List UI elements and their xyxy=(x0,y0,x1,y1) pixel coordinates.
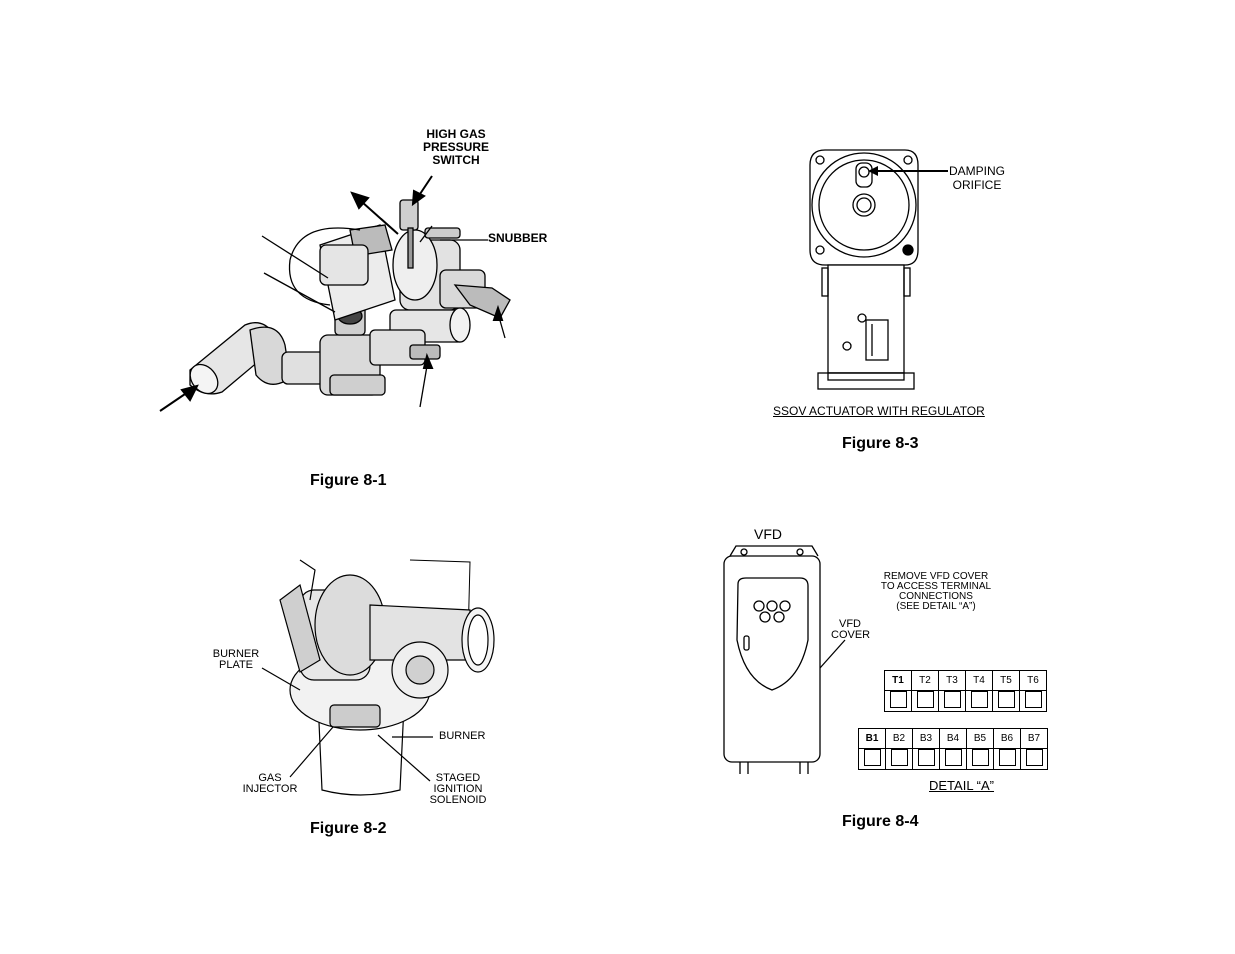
b-terminal-label: B2 xyxy=(885,728,913,749)
label-line: IGNITION xyxy=(433,783,483,795)
terminal-box xyxy=(939,748,967,770)
t-terminal-label: T4 xyxy=(965,670,993,691)
label-line: PLATE xyxy=(218,659,254,671)
b-terminal-strip: B1 B2 B3 B4 B5 B6 B7 xyxy=(858,728,1048,770)
detail-a-label: DETAIL “A” xyxy=(929,778,995,793)
label-line: COVER xyxy=(831,629,871,641)
b-terminal-label: B3 xyxy=(912,728,940,749)
burner-label: BURNER xyxy=(439,730,486,742)
figure-8-1-caption: Figure 8-1 xyxy=(310,472,387,489)
terminal-box xyxy=(885,748,913,770)
label-line: ORIFICE xyxy=(952,178,1002,192)
terminal-box xyxy=(966,748,994,770)
terminal-box xyxy=(858,748,886,770)
terminal-box xyxy=(938,690,966,712)
vfd-label: VFD xyxy=(754,526,782,542)
terminal-box xyxy=(884,690,912,712)
figure-8-2-caption: Figure 8-2 xyxy=(310,820,387,837)
terminal-box xyxy=(912,748,940,770)
damping-orifice-label: DAMPING ORIFICE xyxy=(948,164,1006,192)
terminal-box xyxy=(992,690,1020,712)
label-line: SOLENOID xyxy=(429,794,487,806)
t-terminal-label: T1 xyxy=(884,670,912,691)
burner-plate-label: BURNER PLATE xyxy=(210,649,262,671)
terminal-box xyxy=(911,690,939,712)
label-line: VFD xyxy=(839,618,861,630)
terminal-box xyxy=(965,690,993,712)
label-line: GAS xyxy=(258,772,282,784)
t-terminal-strip: T1 T2 T3 T4 T5 T6 xyxy=(884,670,1047,712)
gas-injector-label: GAS INJECTOR xyxy=(241,773,299,795)
terminal-box xyxy=(1019,690,1047,712)
figure-8-3-caption: Figure 8-3 xyxy=(842,435,919,452)
instruction-line: (SEE DETAIL “A”) xyxy=(896,601,976,612)
b-terminal-label: B7 xyxy=(1020,728,1048,749)
t-terminal-label: T3 xyxy=(938,670,966,691)
terminal-box xyxy=(1020,748,1048,770)
vfd-instruction: REMOVE VFD COVER TO ACCESS TERMINAL CONN… xyxy=(880,572,992,612)
b-terminal-label: B5 xyxy=(966,728,994,749)
b-terminal-label: B1 xyxy=(858,728,886,749)
terminal-box xyxy=(993,748,1021,770)
label-line: STAGED xyxy=(435,772,481,784)
instruction-line: REMOVE VFD COVER xyxy=(883,571,989,582)
b-terminal-label: B4 xyxy=(939,728,967,749)
vfd-cover-label: VFD COVER xyxy=(831,618,871,641)
label-line: DAMPING xyxy=(948,164,1005,178)
snubber-label: SNUBBER xyxy=(488,231,548,245)
t-terminal-label: T2 xyxy=(911,670,939,691)
label-line: SWITCH xyxy=(432,153,480,167)
high-gas-pressure-switch-label: HIGH GAS PRESSURE SWITCH xyxy=(413,128,499,167)
label-line: INJECTOR xyxy=(242,783,298,795)
t-terminal-label: T6 xyxy=(1019,670,1047,691)
figure-8-4-caption: Figure 8-4 xyxy=(842,813,919,830)
instruction-line: CONNECTIONS xyxy=(899,591,973,602)
label-line: PRESSURE xyxy=(422,140,490,154)
b-terminal-label: B6 xyxy=(993,728,1021,749)
t-terminal-label: T5 xyxy=(992,670,1020,691)
instruction-line: TO ACCESS TERMINAL xyxy=(880,581,992,592)
label-line: HIGH GAS xyxy=(426,127,486,141)
ssov-actuator-title: SSOV ACTUATOR WITH REGULATOR xyxy=(773,404,985,418)
label-line: BURNER xyxy=(212,648,260,660)
staged-ignition-solenoid-label: STAGED IGNITION SOLENOID xyxy=(428,773,488,806)
